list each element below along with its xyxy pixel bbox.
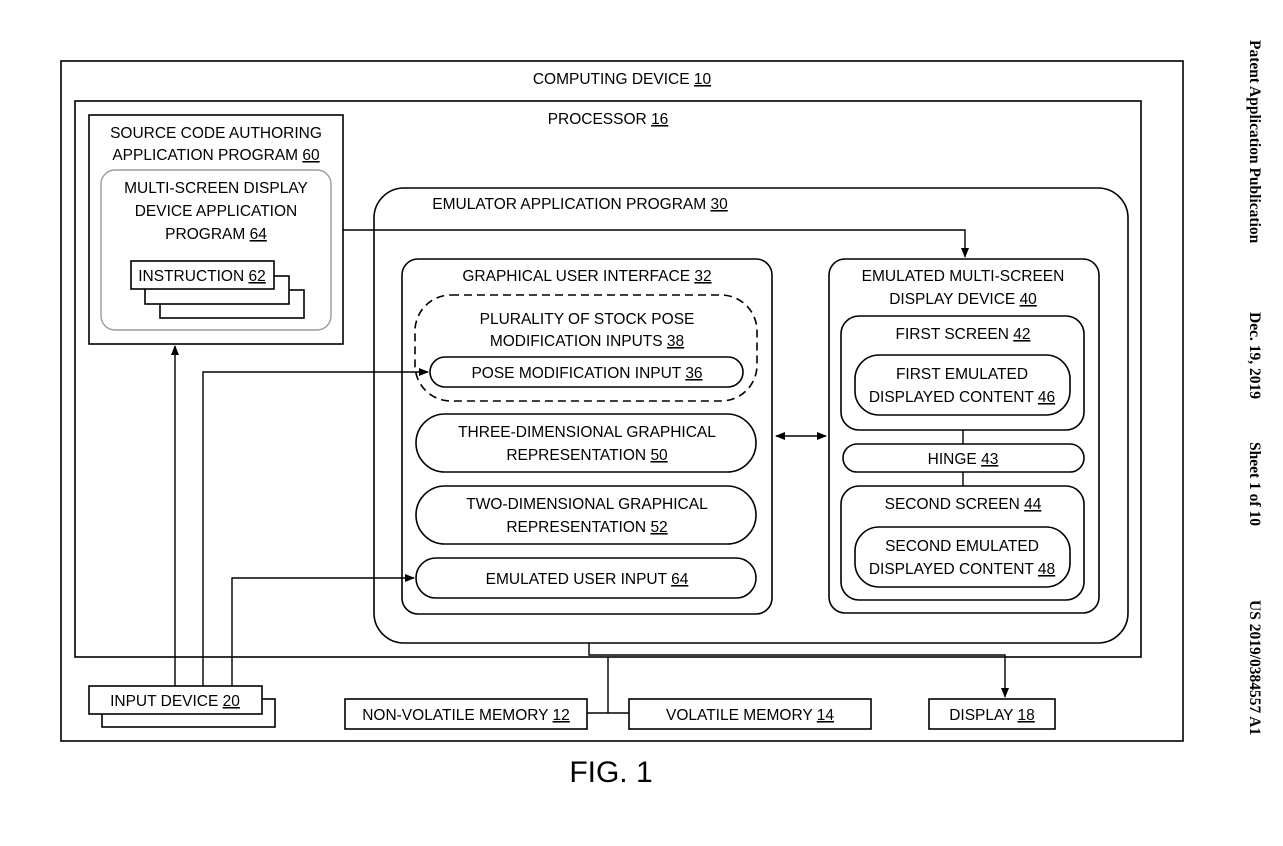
display-label: DISPLAY 18	[949, 707, 1035, 724]
side-header: Patent Application Publication Dec. 19, …	[1246, 40, 1263, 735]
instruction-label: INSTRUCTION 62	[138, 268, 265, 285]
input-to-emulated-input-arrow	[231, 574, 415, 686]
publication-date: Dec. 19, 2019	[1246, 312, 1263, 399]
computing-device-label: COMPUTING DEVICE 10	[533, 71, 712, 88]
multi-screen-app-line1: MULTI-SCREEN DISPLAY	[124, 180, 308, 197]
source-code-app-line2: APPLICATION PROGRAM 60	[112, 147, 320, 164]
stock-pose-line1: PLURALITY OF STOCK POSE	[480, 311, 695, 328]
second-content-line2: DISPLAYED CONTENT 48	[869, 561, 1055, 578]
emulated-user-input-box	[415, 557, 757, 599]
processor-label: PROCESSOR 16	[548, 111, 669, 128]
stock-pose-inputs-box	[414, 294, 758, 402]
three-d-line2: REPRESENTATION 50	[506, 447, 668, 464]
two-d-line2: REPRESENTATION 52	[506, 519, 667, 536]
instruction-box	[130, 260, 275, 290]
publication-label: Patent Application Publication	[1246, 40, 1263, 244]
hinge-label: HINGE 43	[928, 451, 999, 468]
input-device-box	[88, 685, 263, 715]
app-to-emulated-device-arrow	[343, 229, 969, 258]
input-to-pose-input-arrow	[202, 368, 429, 686]
first-screen-label: FIRST SCREEN 42	[896, 326, 1031, 343]
volatile-memory-box	[628, 698, 872, 730]
figure-label: FIG. 1	[569, 756, 652, 789]
pose-modification-input-label: POSE MODIFICATION INPUT 36	[471, 365, 702, 382]
emulated-user-input-label: EMULATED USER INPUT 64	[486, 571, 689, 588]
second-content-line1: SECOND EMULATED	[885, 538, 1039, 555]
multi-screen-app-line3: PROGRAM 64	[165, 226, 267, 243]
three-d-line1: THREE-DIMENSIONAL GRAPHICAL	[458, 424, 716, 441]
second-content-box	[854, 526, 1071, 588]
non-volatile-memory-box	[344, 698, 588, 730]
emulated-device-line1: EMULATED MULTI-SCREEN	[862, 268, 1065, 285]
three-d-representation-box	[415, 413, 757, 473]
gui-label: GRAPHICAL USER INTERFACE 32	[462, 268, 711, 285]
first-content-line2: DISPLAYED CONTENT 46	[869, 389, 1055, 406]
two-d-representation-box	[415, 485, 757, 545]
source-code-app-line1: SOURCE CODE AUTHORING	[110, 125, 322, 142]
display-box	[928, 698, 1056, 730]
two-d-line1: TWO-DIMENSIONAL GRAPHICAL	[466, 496, 708, 513]
first-content-line1: FIRST EMULATED	[896, 366, 1028, 383]
input-device-label: INPUT DEVICE 20	[110, 693, 240, 710]
first-content-box	[854, 354, 1071, 416]
pose-modification-input-box	[429, 356, 744, 388]
patent-number: US 2019/0384557 A1	[1246, 600, 1263, 735]
stock-pose-line2: MODIFICATION INPUTS 38	[490, 333, 684, 350]
emulator-app-label: EMULATOR APPLICATION PROGRAM 30	[432, 196, 728, 213]
sheet-number: Sheet 1 of 10	[1246, 442, 1263, 526]
multi-screen-app-line2: DEVICE APPLICATION	[135, 203, 298, 220]
non-volatile-memory-label: NON-VOLATILE MEMORY 12	[362, 707, 570, 724]
emulated-device-line2: DISPLAY DEVICE 40	[889, 291, 1037, 308]
volatile-memory-label: VOLATILE MEMORY 14	[666, 707, 834, 724]
second-screen-label: SECOND SCREEN 44	[885, 496, 1042, 513]
emulator-to-display-arrow	[588, 643, 1009, 698]
